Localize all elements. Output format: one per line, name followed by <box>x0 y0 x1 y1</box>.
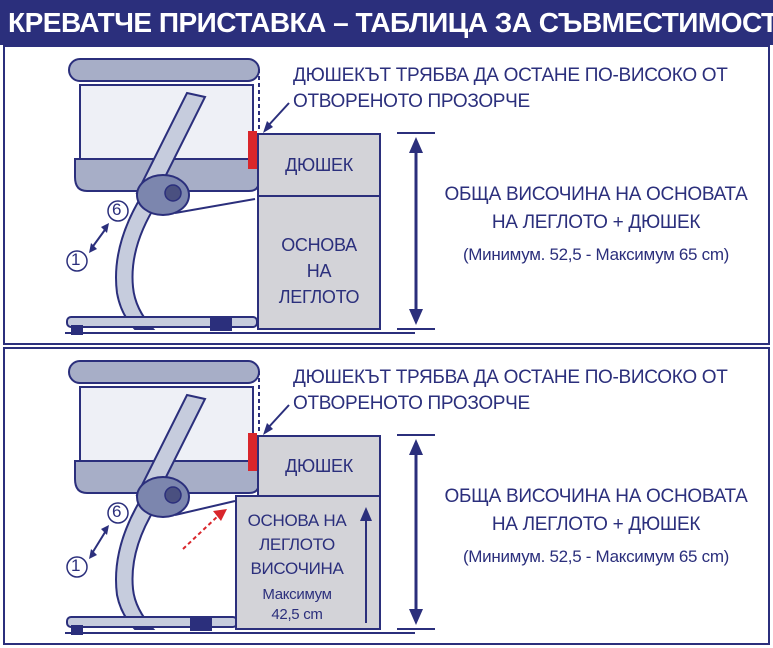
marker-6-circle <box>107 502 129 524</box>
arrow-head-icon <box>213 509 227 521</box>
total-height-range: (Минимум. 52,5 - Максимум 65 cm) <box>462 245 730 264</box>
base-label-line-4: Максимум <box>262 586 332 603</box>
marker-1-circle <box>66 556 88 578</box>
crib-top-rail <box>68 58 260 82</box>
page-title: КРЕВАТЧЕ ПРИСТАВКА – ТАБЛИЦА ЗА СЪВМЕСТИ… <box>0 0 773 45</box>
arrow-head-icon <box>263 423 273 435</box>
total-height-line-1: ОБЩА ВИСОЧИНА НА ОСНОВАТА <box>444 184 748 205</box>
base-label-line-2: ЛЕГЛОТО <box>259 535 335 554</box>
note-line-2: ОТВОРЕНОТО ПРОЗОРЧЕ <box>293 91 530 112</box>
arrow-up-icon <box>101 525 109 535</box>
marker-arrow <box>90 226 108 250</box>
marker-1-label: 1 <box>71 556 81 575</box>
mattress-box <box>257 435 381 497</box>
bed-base-box <box>257 195 381 330</box>
total-height-line-1: ОБЩА ВИСОЧИНА НА ОСНОВАТА <box>444 486 748 507</box>
arrow-down-icon <box>409 309 423 325</box>
adjuster-knob-icon <box>164 184 182 202</box>
wheel-icon <box>190 617 212 631</box>
base-label-line-5: 42,5 cm <box>271 606 323 623</box>
mattress-label: ДЮШЕК <box>285 155 353 175</box>
marker-1-label: 1 <box>71 250 81 269</box>
base-label-line-3: ЛЕГЛОТО <box>278 287 360 307</box>
bed-base-box <box>235 495 381 630</box>
wheel-icon <box>210 317 232 331</box>
total-height-line-2: НА ЛЕГЛОТО + ДЮШЕК <box>491 212 701 233</box>
arrow-down-icon <box>89 243 97 253</box>
wheel-icon <box>71 625 83 635</box>
base-label-line-1: ОСНОВА <box>281 235 357 255</box>
arrow-up-icon <box>360 507 372 521</box>
compatibility-panel-bottom: 6 1 ДЮШЕКЪТ ТРЯБВА ДА ОСТАНЕ ПО-ВИСОКО О… <box>3 347 770 645</box>
crib-leg-lower <box>115 195 159 330</box>
wheel-icon <box>71 325 83 335</box>
marker-6-label: 6 <box>112 200 122 219</box>
note-arrow <box>266 102 290 128</box>
note-arrow <box>266 404 290 430</box>
arrow-down-icon <box>89 549 97 559</box>
crib-illustration-bottom <box>65 360 435 635</box>
base-label-line-2: НА <box>306 261 332 281</box>
total-height-line-2: НА ЛЕГЛОТО + ДЮШЕК <box>491 514 701 535</box>
arrow-down-icon <box>409 609 423 625</box>
red-indicator <box>248 131 257 169</box>
total-height-range: (Минимум. 52,5 - Максимум 65 cm) <box>462 547 730 566</box>
base-label-line-3: ВИСОЧИНА <box>250 559 344 578</box>
mattress-label: ДЮШЕК <box>285 456 353 476</box>
marker-6-label: 6 <box>112 502 122 521</box>
strap-line <box>174 198 256 214</box>
marker-1-circle <box>66 250 88 272</box>
crib-illustration-top <box>65 58 435 335</box>
base-label-line-1: ОСНОВА НА <box>247 511 347 530</box>
strap-line <box>174 500 236 516</box>
arrow-up-icon <box>409 137 423 153</box>
red-indicator <box>248 433 257 471</box>
note-line-1: ДЮШЕКЪТ ТРЯБВА ДА ОСТАНЕ ПО-ВИСОКО ОТ <box>293 367 728 388</box>
crib-leg-lower <box>115 497 159 630</box>
arrow-up-icon <box>409 439 423 455</box>
note-line-1: ДЮШЕКЪТ ТРЯБВА ДА ОСТАНЕ ПО-ВИСОКО ОТ <box>293 65 728 86</box>
note-line-2: ОТВОРЕНОТО ПРОЗОРЧЕ <box>293 393 530 414</box>
marker-arrow <box>90 528 108 556</box>
compatibility-panel-top: 6 1 ДЮШЕКЪТ ТРЯБВА ДА ОСТАНЕ ПО-ВИСОКО О… <box>3 45 770 345</box>
crib-top-rail <box>68 360 260 384</box>
mattress-box <box>257 133 381 197</box>
arrow-head-icon <box>263 121 273 133</box>
move-dashed-arrow <box>182 514 220 550</box>
marker-6-circle <box>107 200 129 222</box>
adjuster-knob-icon <box>164 486 182 504</box>
arrow-up-icon <box>101 223 109 233</box>
